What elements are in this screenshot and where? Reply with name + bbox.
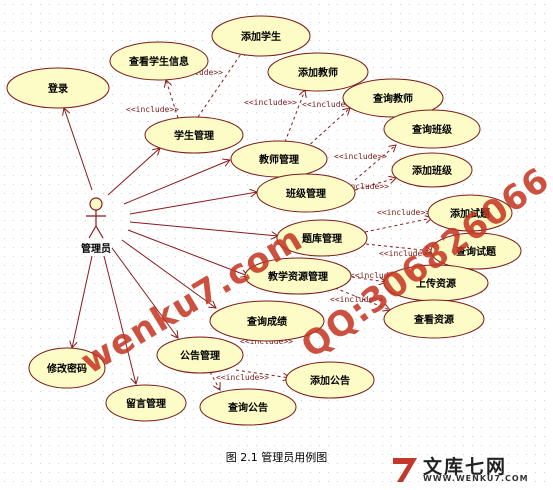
svg-text:教师管理: 教师管理 — [258, 153, 299, 166]
svg-text:班级管理: 班级管理 — [286, 187, 326, 200]
use-case-teaching-resource-mgmt: 教学资源管理 — [244, 257, 352, 295]
include-add-student — [197, 48, 245, 118]
include-view-student — [166, 80, 179, 119]
svg-text:查询公告: 查询公告 — [227, 401, 268, 414]
include-query-teacher — [305, 108, 350, 149]
svg-text:查询成绩: 查询成绩 — [246, 315, 287, 328]
use-case-login: 登录 — [6, 67, 110, 109]
assoc-query-score — [121, 239, 216, 308]
actor-admin: 管理员 — [81, 197, 111, 255]
assoc-resource-mgmt — [127, 229, 248, 276]
svg-text:题库管理: 题库管理 — [302, 232, 342, 245]
association-lines — [64, 108, 278, 384]
assoc-notice-mgmt — [111, 247, 178, 338]
use-case-view-resource: 查看资源 — [383, 299, 485, 339]
include-label: <<include>> — [379, 249, 432, 258]
include-label: <<include>> — [302, 100, 355, 109]
seven-logo-icon — [393, 458, 417, 482]
svg-text:查询班级: 查询班级 — [411, 123, 453, 136]
include-dependencies — [166, 48, 432, 390]
watermark-site-url: WWW.WENKU7.COM — [423, 474, 529, 483]
use-case-student-mgmt: 学生管理 — [144, 116, 244, 154]
svg-text:查询试题: 查询试题 — [455, 245, 497, 258]
include-label: <<include>> — [330, 295, 383, 304]
figure-caption: 图 2.1 管理员用例图 — [225, 451, 328, 464]
assoc-student-mgmt — [107, 148, 160, 196]
use-case-message-mgmt: 留言管理 — [105, 384, 187, 422]
use-case-teacher-mgmt: 教师管理 — [230, 140, 328, 178]
include-label: <<include>> — [334, 152, 387, 161]
use-case-query-teacher: 查询教师 — [342, 78, 444, 118]
use-case-class-mgmt: 班级管理 — [256, 173, 356, 213]
assoc-login — [64, 108, 93, 191]
use-case-upload-resource: 上传资源 — [383, 264, 489, 302]
svg-text:留言管理: 留言管理 — [126, 397, 166, 410]
svg-text:查看学生信息: 查看学生信息 — [128, 55, 189, 68]
svg-text:学生管理: 学生管理 — [174, 129, 214, 142]
svg-text:添加教师: 添加教师 — [298, 66, 338, 79]
actor-head — [89, 197, 103, 211]
use-case-query-class: 查询班级 — [383, 109, 481, 149]
assoc-teacher-mgmt — [123, 160, 230, 205]
include-view-resource — [334, 287, 390, 310]
include-label: <<include>> — [336, 182, 389, 191]
svg-text:查看资源: 查看资源 — [413, 313, 454, 326]
assoc-message-mgmt — [103, 255, 136, 384]
use-case-notice-mgmt: 公告管理 — [156, 336, 244, 374]
svg-text:添加学生: 添加学生 — [241, 30, 281, 43]
svg-text:查询教师: 查询教师 — [372, 92, 413, 105]
use-case-query-notice: 查询公告 — [199, 388, 297, 426]
svg-text:添加公告: 添加公告 — [310, 374, 350, 387]
use-case-question-bank-mgmt: 题库管理 — [276, 219, 368, 257]
include-add-exam — [364, 218, 432, 233]
include-query-class — [354, 145, 396, 181]
watermark-logo: 文库七网 WWW.WENKU7.COM — [391, 452, 541, 486]
actor-label: 管理员 — [81, 242, 111, 255]
include-label: <<include>> — [377, 208, 430, 217]
svg-text:添加班级: 添加班级 — [412, 164, 453, 177]
use-case-add-teacher: 添加教师 — [267, 52, 369, 92]
use-case-add-student: 添加学生 — [211, 15, 311, 57]
use-case-view-student: 查看学生信息 — [109, 41, 209, 81]
watermark-site-name: 文库七网 — [423, 456, 508, 478]
assoc-class-mgmt — [129, 192, 257, 215]
include-label: <<include>> — [126, 105, 179, 114]
include-label: <<include>> — [240, 337, 293, 346]
svg-text:公告管理: 公告管理 — [180, 349, 220, 362]
include-label: <<include>> — [216, 373, 269, 382]
use-case-query-exam: 查询试题 — [430, 232, 522, 270]
svg-text:教学资源管理: 教学资源管理 — [267, 270, 328, 283]
include-query-exam — [365, 243, 432, 251]
use-case-add-notice: 添加公告 — [285, 361, 375, 399]
use-case-change-password: 修改密码 — [28, 347, 106, 389]
svg-text:添加试题: 添加试题 — [450, 207, 491, 220]
include-label: <<include>> — [350, 271, 403, 280]
assoc-question-bank-mgmt — [129, 221, 278, 236]
use-case-query-score: 查询成绩 — [209, 300, 325, 342]
svg-text:上传资源: 上传资源 — [416, 277, 456, 290]
svg-text:登录: 登录 — [47, 82, 68, 95]
include-label: <<include>> — [244, 98, 297, 107]
svg-text:修改密码: 修改密码 — [46, 362, 87, 375]
use-case-add-exam: 添加试题 — [427, 194, 513, 232]
use-case-add-class: 添加班级 — [391, 152, 473, 188]
assoc-change-password — [72, 255, 93, 348]
include-add-class — [354, 178, 396, 191]
